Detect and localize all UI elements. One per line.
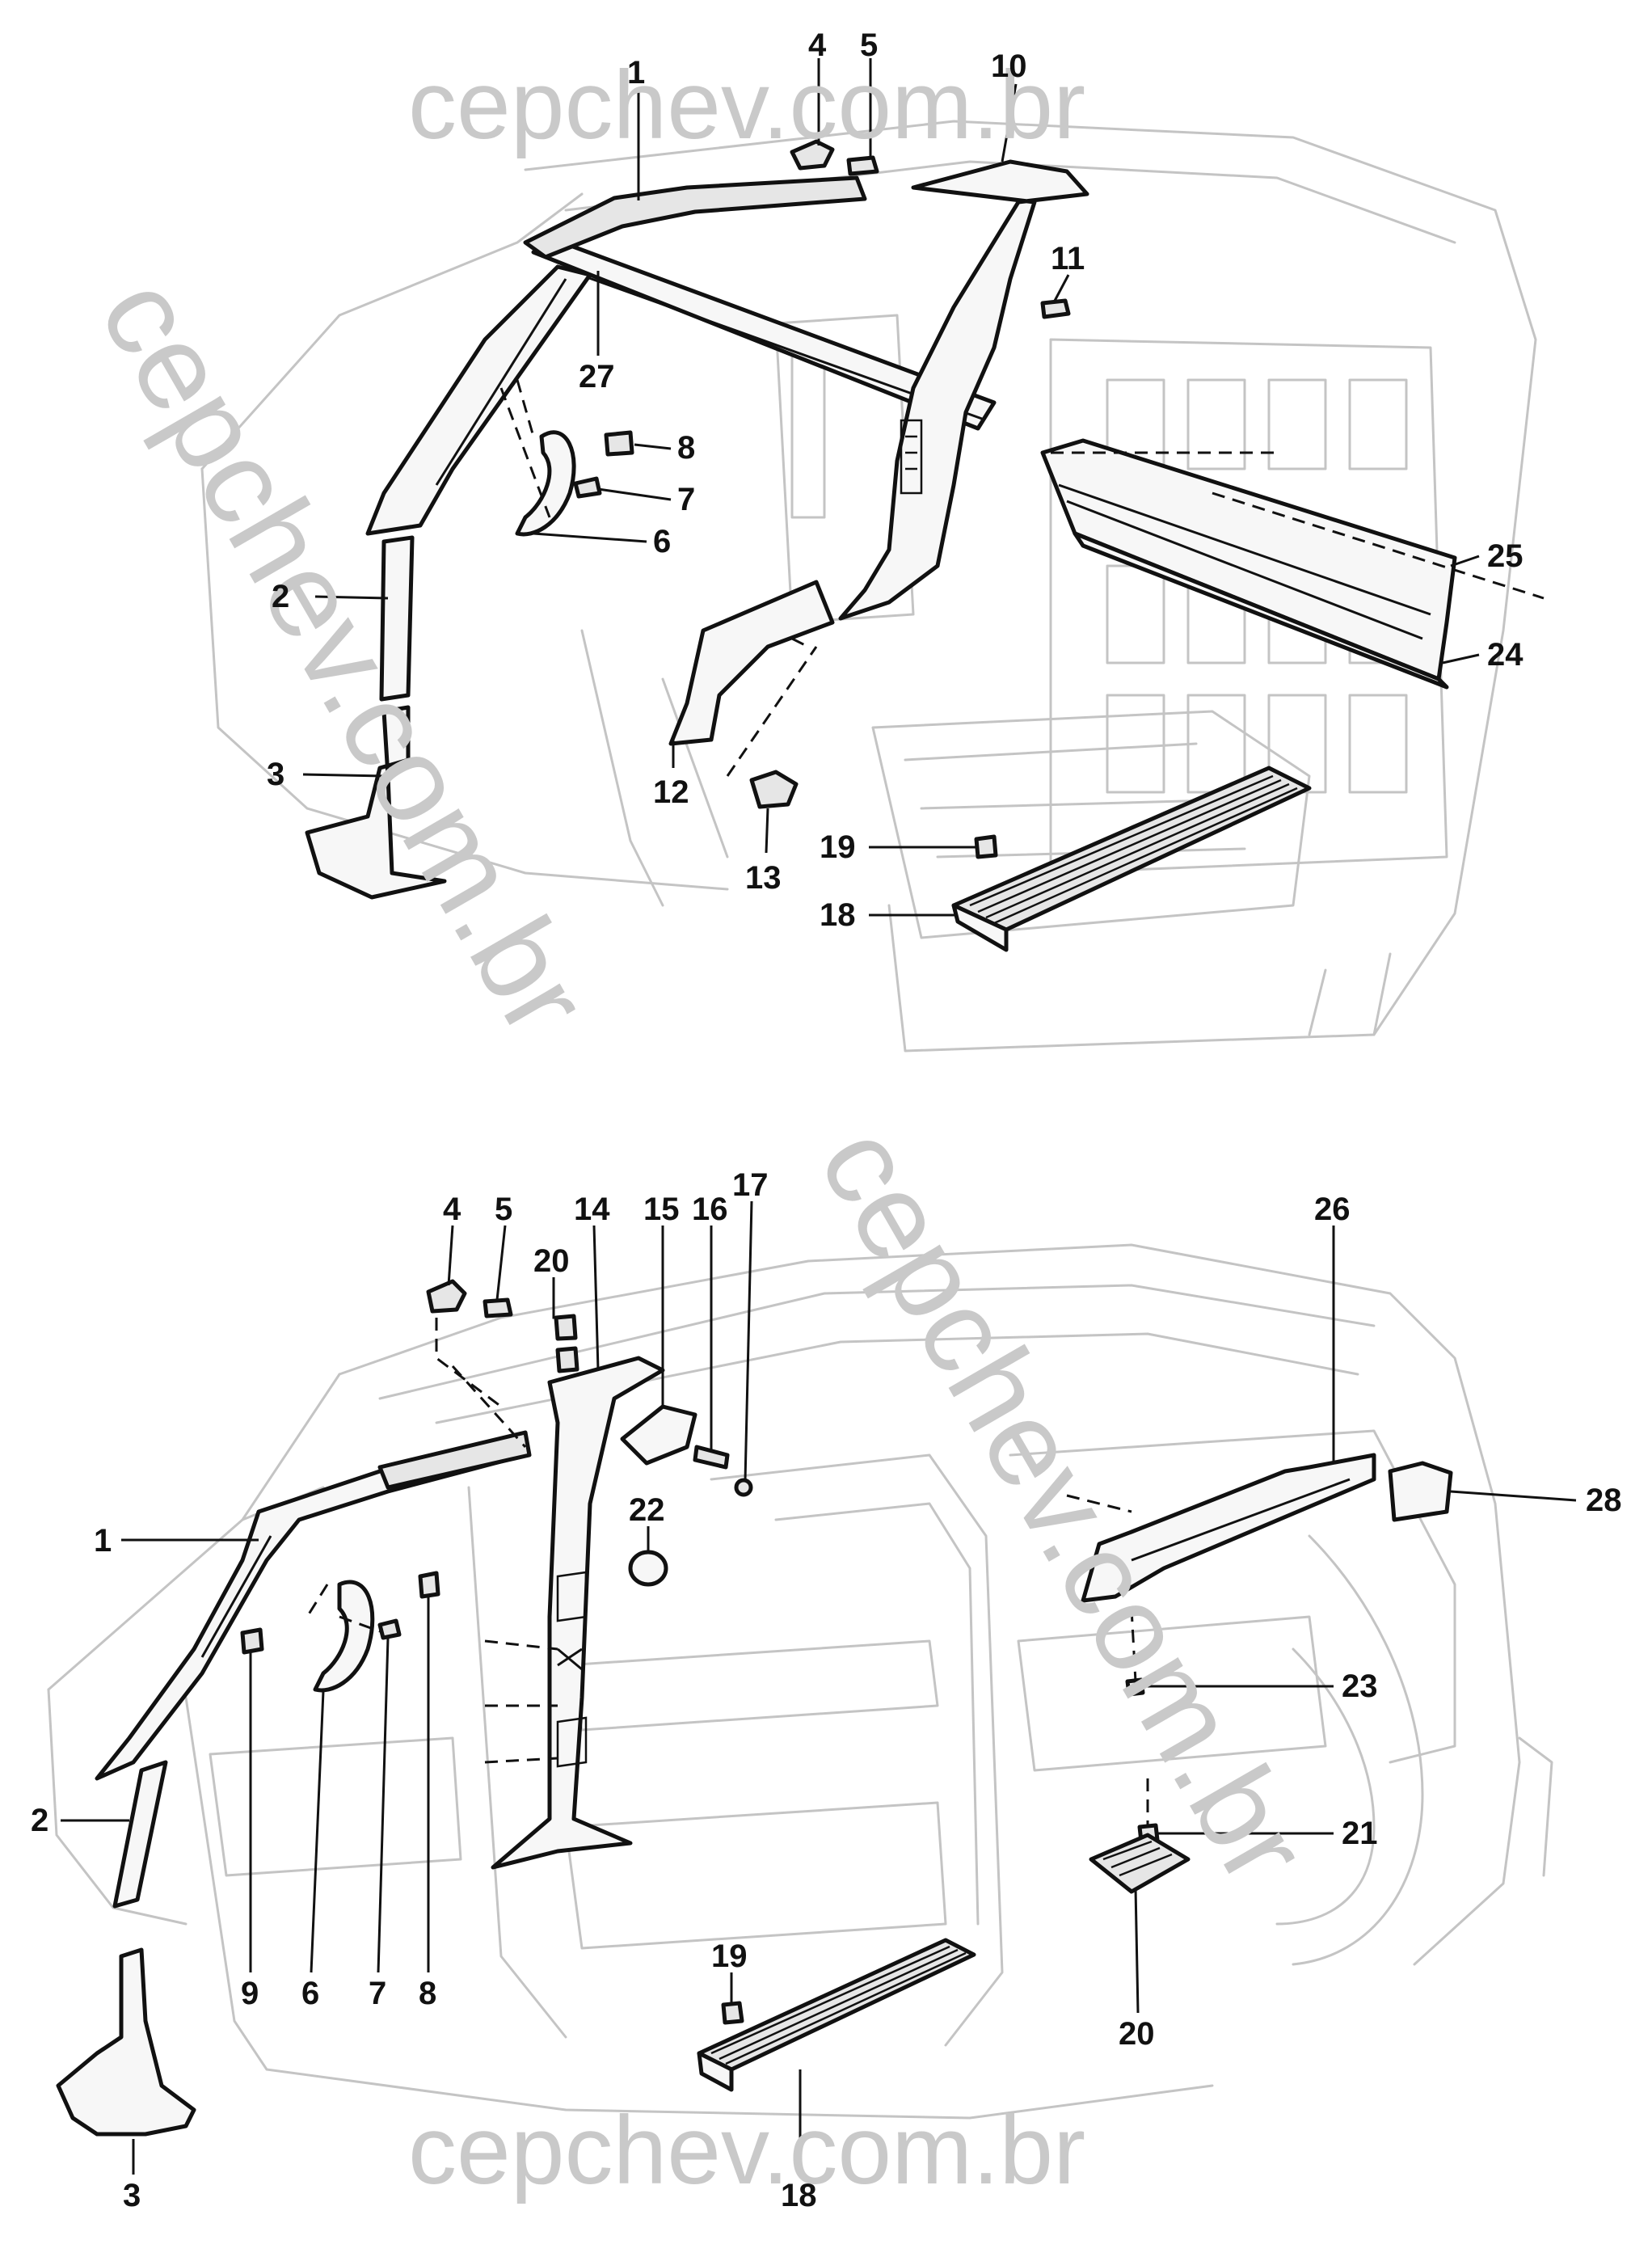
callout-top-13: 13: [745, 860, 782, 896]
part-6-grab-handle: [515, 430, 576, 537]
part-15-belt-cover: [620, 1404, 697, 1466]
part-20-clip-lower: [555, 1346, 579, 1373]
part-8-clip: [604, 430, 634, 457]
part-10-b-pillar: [838, 159, 1089, 621]
callout-bottom-17: 17: [732, 1167, 769, 1203]
callout-top-2: 2: [272, 579, 290, 614]
part-14-b-pillar: [491, 1356, 665, 1870]
callout-bottom-20-upper: 20: [533, 1243, 570, 1279]
callout-top-7: 7: [677, 482, 696, 517]
part-28-bracket: [1388, 1461, 1453, 1522]
part-3-kick-panel: [305, 705, 447, 900]
part-7-screw-bottom: [377, 1618, 402, 1640]
callout-bottom-4: 4: [443, 1192, 461, 1227]
part-17-nut: [734, 1478, 753, 1497]
callout-top-24: 24: [1487, 637, 1523, 673]
callout-bottom-21: 21: [1342, 1816, 1378, 1851]
part-4-clip-bottom: [426, 1279, 467, 1314]
callout-top-3: 3: [267, 757, 285, 792]
part-1-roof-rail: [523, 175, 867, 259]
callout-bottom-18: 18: [781, 2178, 817, 2213]
callout-bottom-1: 1: [94, 1523, 112, 1559]
callout-bottom-23: 23: [1342, 1668, 1378, 1704]
callout-bottom-28: 28: [1586, 1483, 1622, 1518]
bottom-suv-ghost: [47, 1243, 1553, 2120]
part-22-plug: [628, 1550, 668, 1587]
part-9-clip: [240, 1627, 264, 1655]
callout-bottom-20-lower: 20: [1119, 2016, 1155, 2052]
part-2-a-pillar-strip: [379, 535, 415, 702]
callout-top-5: 5: [860, 27, 879, 63]
callout-top-25: 25: [1487, 538, 1523, 574]
part-26-rear-rail: [1081, 1453, 1376, 1603]
callout-bottom-26: 26: [1314, 1192, 1351, 1227]
part-25-rear-panel: [1040, 438, 1457, 681]
part-12-lower-b-pillar: [668, 580, 835, 746]
part-8-clip-bottom: [418, 1571, 440, 1599]
part-2-a-pillar-strip-bottom: [112, 1760, 168, 1909]
callout-bottom-16: 16: [692, 1192, 728, 1227]
callout-bottom-5: 5: [495, 1192, 513, 1227]
watermark-top: cepchev.com.br: [408, 51, 1086, 159]
callout-top-6: 6: [653, 524, 672, 559]
part-16-bolt: [693, 1445, 730, 1470]
callout-top-19: 19: [820, 829, 856, 865]
part-4-clip: [790, 139, 835, 171]
callout-top-4: 4: [808, 27, 827, 63]
callout-bottom-22: 22: [629, 1492, 665, 1528]
callout-bottom-6: 6: [301, 1976, 320, 2011]
part-19-screw-bottom: [721, 2001, 744, 2025]
part-5-screw-bottom: [483, 1297, 513, 1318]
callout-top-11: 11: [1051, 241, 1085, 276]
callout-top-1: 1: [627, 55, 646, 91]
part-20-step-pad: [1089, 1833, 1191, 1894]
callout-top-8: 8: [677, 430, 696, 466]
watermark-bottom: cepchev.com.br: [408, 2096, 1086, 2204]
part-6-grab-handle-bottom: [313, 1580, 375, 1693]
callout-bottom-2: 2: [31, 1803, 49, 1838]
part-5-screw: [846, 155, 879, 176]
part-19-screw-top: [974, 834, 998, 859]
part-11-screw: [1040, 298, 1071, 319]
callout-top-27: 27: [579, 359, 615, 394]
part-a-pillar-top: [365, 264, 592, 536]
callout-bottom-7: 7: [369, 1976, 387, 2011]
part-20-clip-upper: [554, 1314, 578, 1341]
callout-bottom-19: 19: [711, 1938, 748, 1974]
part-24-panel-trim: [1073, 531, 1449, 690]
callout-top-18: 18: [820, 897, 856, 933]
callout-bottom-9: 9: [241, 1976, 259, 2011]
part-7-screw: [573, 476, 602, 499]
part-13-fastener: [749, 770, 799, 809]
part-3-kick-panel-bottom: [56, 1947, 196, 2137]
callout-bottom-14: 14: [574, 1192, 610, 1227]
callout-bottom-3: 3: [123, 2178, 141, 2213]
callout-bottom-15: 15: [643, 1192, 680, 1227]
callout-bottom-8: 8: [419, 1976, 437, 2011]
callout-top-10: 10: [991, 49, 1027, 84]
callout-top-12: 12: [653, 774, 689, 810]
